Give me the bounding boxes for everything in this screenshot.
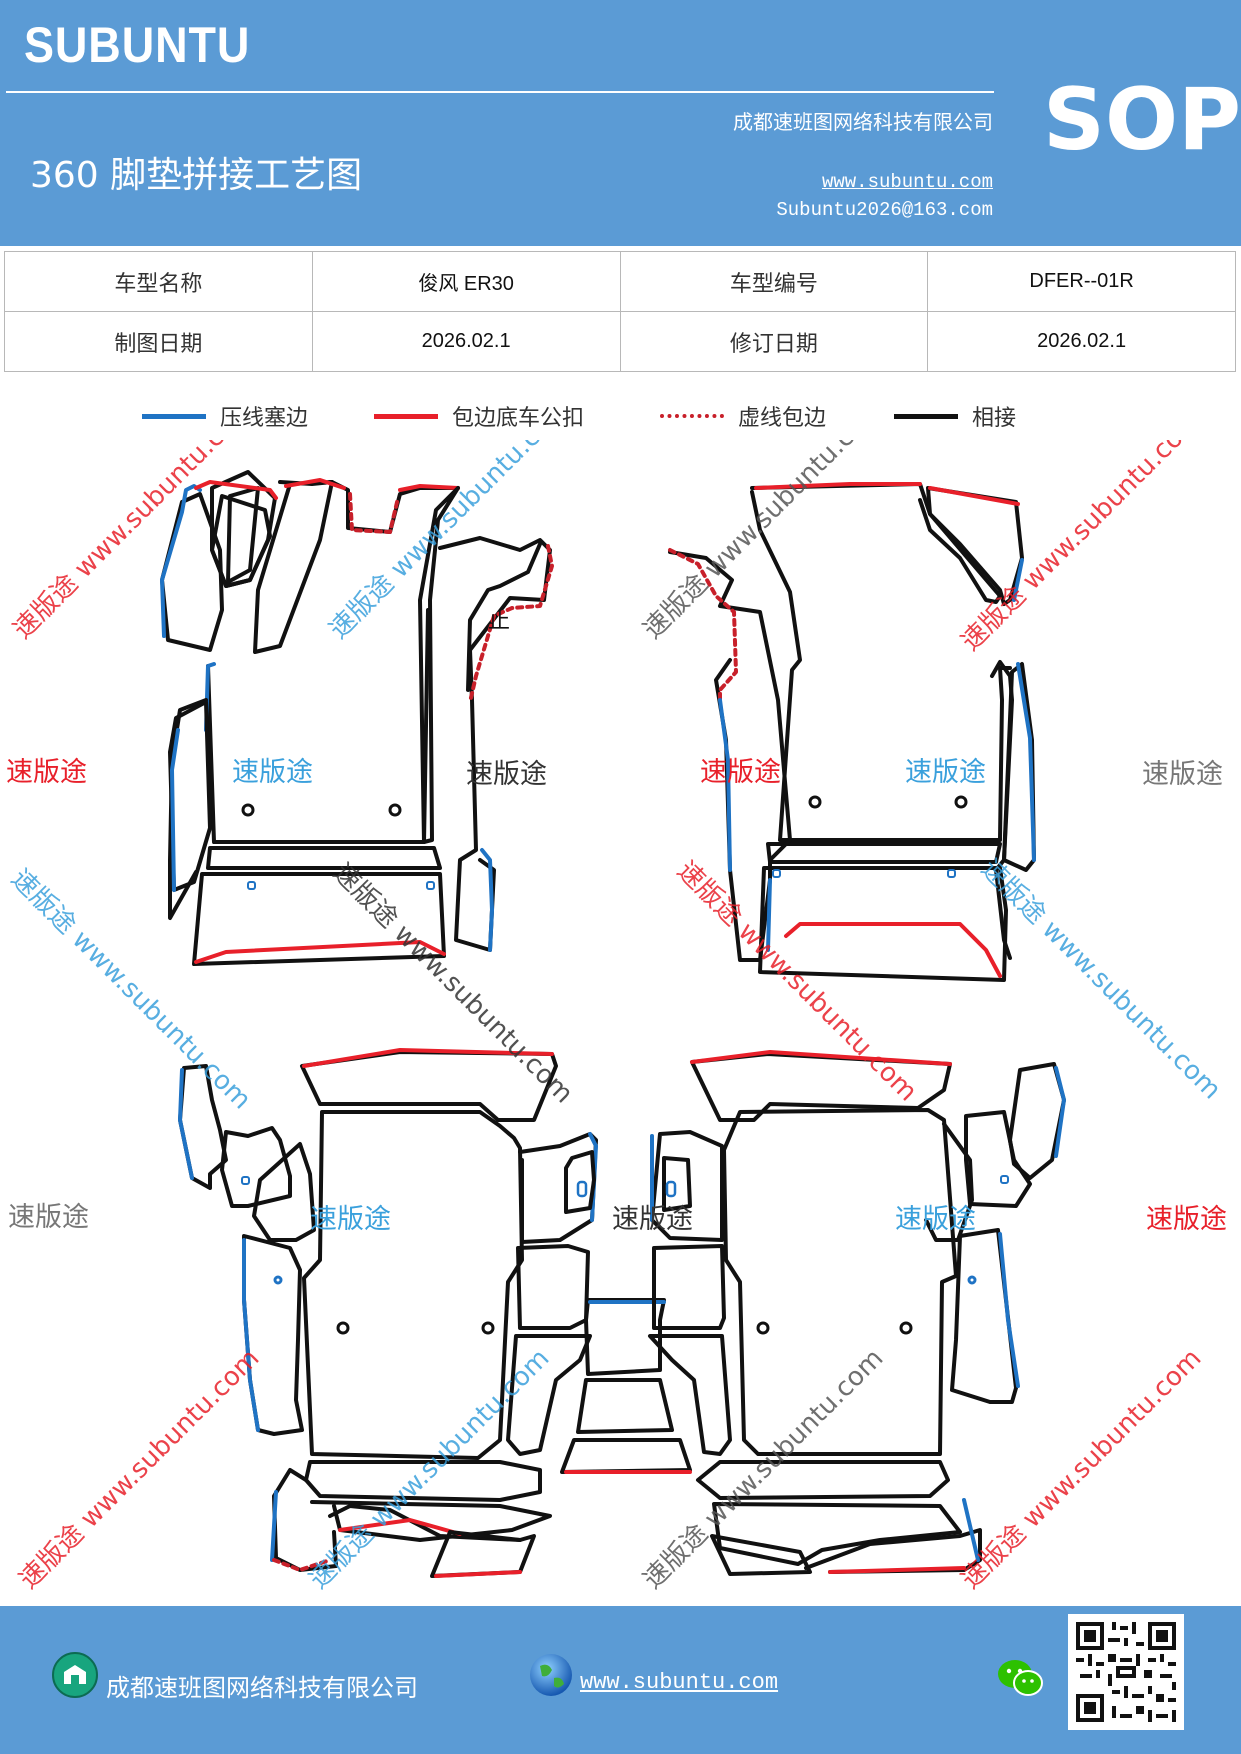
watermark-layer: 速版途 www.subuntu.com 速版途 www.subuntu.com … xyxy=(5,440,1227,1595)
mat-piece-driver-front: 止 xyxy=(160,470,554,966)
header-divider xyxy=(6,91,994,93)
legend-label: 相接 xyxy=(972,406,1017,431)
sop-badge: SOP xyxy=(1043,70,1241,170)
diagram-label: 速版途 xyxy=(895,1204,976,1235)
line-legend: 压线塞边 包边底车公扣 虚线包边 相接 xyxy=(0,400,1241,440)
header-company: 成都速班图网络科技有限公司 xyxy=(733,110,993,134)
table-row: 车型名称 俊风 ER30 车型编号 DFER--01R xyxy=(4,251,1236,312)
info-table: 车型名称 俊风 ER30 车型编号 DFER--01R 制图日期 2026.02… xyxy=(4,251,1236,372)
page-title: 360 脚垫拼接工艺图 xyxy=(30,155,363,196)
mat-piece-rear-left xyxy=(178,1048,598,1578)
legend-label: 压线塞边 xyxy=(220,406,309,431)
stop-mark: 止 xyxy=(488,609,510,634)
footer-website-link[interactable]: www.subuntu.com xyxy=(580,1670,779,1695)
page-footer: 成都速班图网络科技有限公司 www.subuntu.com xyxy=(0,1606,1241,1754)
legend-item-joined: 相接 xyxy=(894,400,1016,432)
wechat-icon xyxy=(996,1658,1044,1702)
revise-date-label: 修订日期 xyxy=(619,311,929,372)
mat-piece-passenger-front xyxy=(668,482,1036,982)
watermark-text: 速版途 www.subuntu.com xyxy=(956,440,1208,657)
model-code-label: 车型编号 xyxy=(619,251,929,312)
diagram-label: 速版途 xyxy=(466,759,547,790)
legend-label: 包边底车公扣 xyxy=(452,406,585,431)
diagram-label: 速版途 xyxy=(1142,759,1223,790)
watermark-text: 速版途 www.subuntu.com xyxy=(304,1343,556,1595)
watermark-text: 速版途 www.subuntu.com xyxy=(956,1343,1208,1595)
watermark-text: 速版途 www.subuntu.com xyxy=(5,864,257,1116)
diagram-label: 速版途 xyxy=(8,1202,89,1233)
legend-item-binding: 包边底车公扣 xyxy=(374,400,584,432)
model-name-value: 俊风 ER30 xyxy=(311,251,621,312)
header-email: Subuntu2026@163.com xyxy=(776,199,993,221)
legend-swatch-black xyxy=(894,413,958,419)
diagram-label: 速版途 xyxy=(6,757,87,788)
diagram-label: 速版途 xyxy=(232,757,313,788)
mat-piece-tunnel xyxy=(560,1298,692,1474)
brand-logo: SUBUNTU xyxy=(24,17,251,73)
floor-mat-diagram: 止 xyxy=(5,440,1227,1595)
revise-date-value: 2026.02.1 xyxy=(927,311,1236,372)
watermark-text: 速版途 www.subuntu.com xyxy=(327,858,579,1110)
draw-date-value: 2026.02.1 xyxy=(311,311,621,372)
model-code-value: DFER--01R xyxy=(927,251,1236,312)
qr-code-icon xyxy=(1068,1614,1184,1730)
model-name-label: 车型名称 xyxy=(4,251,313,312)
legend-swatch-dotted xyxy=(660,414,724,418)
footer-company: 成都速班图网络科技有限公司 xyxy=(106,1674,418,1702)
company-icon xyxy=(52,1652,98,1702)
watermark-text: 速版途 www.subuntu.com xyxy=(638,440,890,645)
legend-item-press-line: 压线塞边 xyxy=(142,400,308,432)
watermark-text: 速版途 www.subuntu.com xyxy=(671,856,923,1108)
watermark-text: 速版途 www.subuntu.com xyxy=(14,1343,266,1595)
diagram-label: 速版途 xyxy=(310,1204,391,1235)
globe-icon xyxy=(528,1652,574,1702)
legend-item-dotted-binding: 虚线包边 xyxy=(660,400,826,432)
legend-swatch-red xyxy=(374,413,438,419)
header-website-link[interactable]: www.subuntu.com xyxy=(821,171,993,193)
draw-date-label: 制图日期 xyxy=(4,311,313,372)
watermark-text: 速版途 www.subuntu.com xyxy=(975,854,1227,1106)
mat-piece-rear-right xyxy=(648,1050,1066,1576)
diagram-label: 速版途 xyxy=(1146,1204,1227,1235)
diagram-label: 速版途 xyxy=(612,1204,693,1235)
legend-label: 虚线包边 xyxy=(738,406,827,431)
diagram-label: 速版途 xyxy=(700,757,781,788)
legend-swatch-blue xyxy=(142,413,206,419)
page-header: SUBUNTU 360 脚垫拼接工艺图 成都速班图网络科技有限公司 www.su… xyxy=(0,0,1241,246)
diagram-label: 速版途 xyxy=(905,757,986,788)
table-row: 制图日期 2026.02.1 修订日期 2026.02.1 xyxy=(4,311,1236,372)
